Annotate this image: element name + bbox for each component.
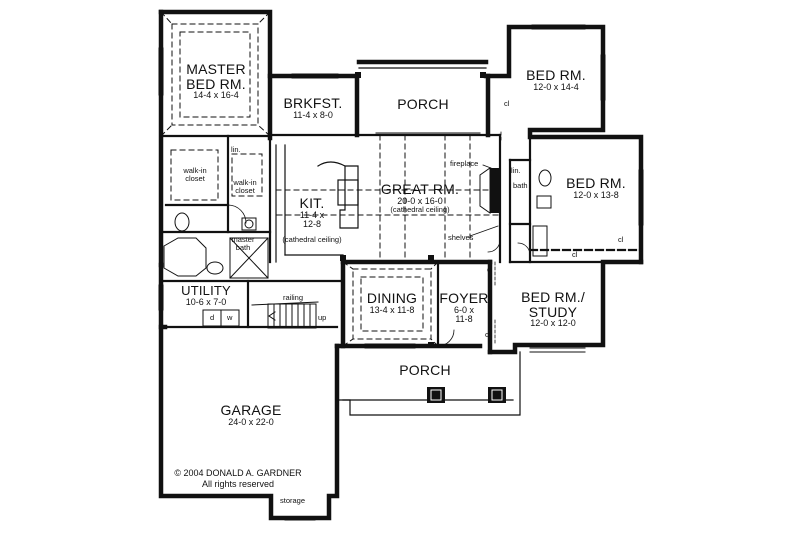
room-dimensions: 11-4 x 8-0 <box>293 109 333 120</box>
storage-label: storage <box>280 496 306 505</box>
garage-label: GARAGE 24-0 x 22-0 <box>220 403 281 427</box>
closet-label: cl <box>487 265 493 274</box>
breakfast-label: BRKFST. 11-4 x 8-0 <box>284 96 343 120</box>
study-label: BED RM./ STUDY 12-0 x 12-0 <box>521 290 585 329</box>
closet-label: cl <box>485 330 491 339</box>
bath-label: bath <box>513 181 528 190</box>
room-dimensions: 12-0 x 14-4 <box>533 81 579 92</box>
label-text: master <box>231 235 255 244</box>
ceiling-lines <box>160 11 501 347</box>
room-dimensions: 13-4 x 11-8 <box>369 304 415 315</box>
room-name: BED RM. <box>566 175 626 191</box>
rear-porch-label: PORCH <box>397 97 449 112</box>
walkin-closet-label: walk-in closet <box>178 167 212 182</box>
stairs-up-label: up <box>318 313 327 322</box>
utility-label: UTILITY 10-6 x 7-0 <box>181 284 231 307</box>
room-dimensions: 12-0 x 13-8 <box>573 189 619 200</box>
kitchen-label: KIT. 11-4 x 12-8 (cathedral ceiling) <box>282 196 341 243</box>
washer-dryer <box>202 309 240 327</box>
fireplace-label: fireplace <box>450 159 479 168</box>
bath-fixtures <box>163 169 552 279</box>
bedroom-2-label: BED RM. 12-0 x 14-4 <box>526 68 586 92</box>
stairs <box>251 301 319 329</box>
room-dimensions: 6-0 x <box>453 304 475 315</box>
great-room-label: GREAT RM. 20-0 x 16-0 (cathedral ceiling… <box>381 182 459 214</box>
room-dimensions: 10-6 x 7-0 <box>185 296 227 307</box>
room-name: PORCH <box>397 96 449 112</box>
room-dimensions: 12-0 x 12-0 <box>530 318 576 329</box>
closet-rods <box>494 129 502 345</box>
room-name: DINING <box>366 290 418 306</box>
room-name: GARAGE <box>220 402 282 418</box>
room-name: FOYER <box>439 290 489 306</box>
room-dimensions: 24-0 x 22-0 <box>228 416 274 427</box>
closet-label: cl <box>504 99 510 108</box>
closet-label: cl <box>618 235 624 244</box>
shelves-label: shelves <box>448 233 474 242</box>
master-bedroom-label: MASTER BED RM. 14-4 x 16-4 <box>186 62 246 101</box>
room-name: KIT. <box>299 195 325 211</box>
railing-label: railing <box>283 293 304 302</box>
walkin-closet-label: walk-in closet <box>228 179 262 194</box>
room-dimensions: 11-4 x <box>299 209 325 220</box>
linen-label: lin. <box>511 166 521 175</box>
label-text: walk-in <box>233 178 257 187</box>
room-name: BED RM. <box>186 75 246 92</box>
room-name: UTILITY <box>181 283 231 298</box>
copyright-line: © 2004 DONALD A. GARDNER <box>174 468 302 478</box>
room-name: GREAT RM. <box>380 181 460 197</box>
label-text: closet <box>235 185 255 195</box>
room-dimensions: 11-8 <box>455 314 473 325</box>
porch-posts <box>340 72 506 403</box>
room-note: (cathedral ceiling) <box>282 234 342 244</box>
fireplace <box>469 164 500 237</box>
bedroom-3-label: BED RM. 12-0 x 13-8 <box>566 176 626 200</box>
room-name: PORCH <box>399 362 451 378</box>
exterior-walls <box>158 9 644 521</box>
room-name: BED RM. <box>526 67 586 83</box>
room-name: BRKFST. <box>283 95 343 111</box>
post-inner <box>430 389 503 401</box>
room-dimensions: 12-8 <box>302 219 322 230</box>
label-text: bath <box>235 242 251 252</box>
closet-label: cl <box>572 250 578 259</box>
copyright-line: All rights reserved <box>201 479 275 490</box>
foyer-label: FOYER 6-0 x 11-8 <box>439 291 488 325</box>
kitchen-fixtures <box>275 144 359 263</box>
front-porch-label: PORCH <box>399 363 451 378</box>
door-swings <box>227 204 531 347</box>
washer-label: w <box>227 313 233 322</box>
linen-label: lin. <box>231 145 241 154</box>
room-name: BED RM./ <box>521 289 585 305</box>
dining-label: DINING 13-4 x 11-8 <box>367 291 417 315</box>
room-dimensions: 20-0 x 16-0 <box>397 195 443 206</box>
dryer-label: d <box>210 313 215 322</box>
master-bath-label: master bath <box>228 236 258 251</box>
room-name: STUDY <box>528 303 578 320</box>
room-note: (cathedral ceiling) <box>390 205 450 215</box>
label-text: walk-in <box>183 166 207 175</box>
windows <box>158 24 644 521</box>
interior-walls <box>159 133 643 348</box>
label-text: closet <box>185 173 205 183</box>
room-dimensions: 14-4 x 16-4 <box>193 90 239 101</box>
room-name: MASTER <box>186 61 246 77</box>
copyright-notice: © 2004 DONALD A. GARDNER All rights rese… <box>174 468 301 491</box>
